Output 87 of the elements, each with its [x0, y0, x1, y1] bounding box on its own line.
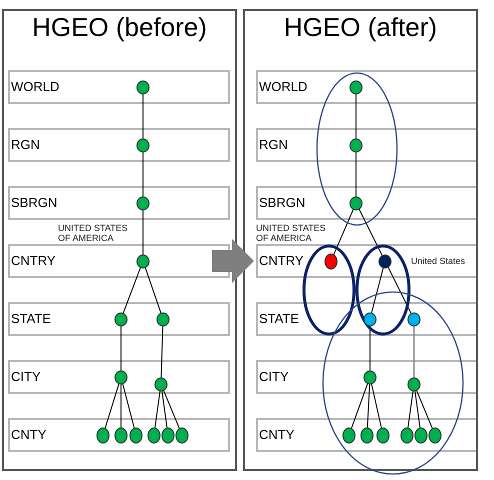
level-label: STATE [11, 311, 51, 326]
block-arrow [212, 239, 254, 283]
panel-frame [2, 9, 237, 471]
connector-line [366, 383, 370, 428]
level-label: SBRGN [11, 195, 58, 210]
level-label: WORLD [11, 79, 60, 94]
node-dot [136, 138, 150, 152]
connector-line [351, 382, 368, 429]
level-band [8, 70, 230, 104]
level-label: CNTRY [11, 253, 56, 268]
level-band [8, 128, 230, 162]
connector-line [142, 93, 144, 139]
node-dot [363, 312, 377, 326]
panel-title: HGEO (after) [284, 12, 438, 42]
connector-line [122, 382, 135, 428]
panel-frame [243, 9, 478, 471]
node-dot [363, 370, 377, 384]
connector-line [161, 390, 168, 428]
node-dot [129, 426, 143, 444]
level-band [256, 418, 476, 452]
node-dot [154, 376, 168, 392]
node-dot [414, 426, 428, 444]
level-band [8, 186, 230, 220]
node-dot [378, 254, 392, 268]
level-label: STATE [259, 311, 299, 326]
node-dot [428, 426, 442, 444]
node-dot [407, 376, 421, 392]
place-name-label: UNITED STATES OF AMERICA [58, 223, 129, 243]
level-band [8, 360, 230, 394]
connector-line [414, 390, 420, 428]
node-dot [349, 196, 363, 210]
place-name-label: UNITED STATES OF AMERICA [256, 223, 327, 243]
node-dot [136, 80, 150, 94]
connector-line [104, 382, 120, 428]
connector-line [416, 389, 433, 429]
level-band [256, 186, 476, 220]
connector-line [142, 151, 144, 197]
connector-line [358, 208, 383, 256]
node-dot [360, 426, 374, 444]
place-name-label: United States [411, 256, 466, 266]
level-label: SBRGN [259, 195, 306, 210]
panel-title: HGEO (before) [32, 12, 207, 42]
level-label: CITY [11, 369, 41, 384]
connector-line [413, 326, 415, 378]
node-dot [324, 252, 338, 270]
connector-line [387, 266, 412, 314]
node-dot [96, 426, 110, 444]
node-dot [114, 426, 128, 444]
level-label: CNTY [11, 427, 46, 442]
level-band [256, 70, 476, 104]
node-dot [342, 426, 356, 444]
level-label: RGN [259, 137, 288, 152]
node-dot [136, 196, 150, 210]
connector-line [371, 266, 384, 314]
node-dot [156, 312, 170, 326]
node-dot [114, 312, 128, 326]
connector-line [370, 382, 382, 428]
level-band [8, 302, 230, 336]
connector-line [162, 389, 180, 429]
level-label: RGN [11, 137, 40, 152]
connector-line [144, 266, 162, 314]
level-label: CNTY [259, 427, 294, 442]
level-band [8, 418, 230, 452]
node-dot [400, 426, 414, 444]
node-dot [136, 254, 150, 268]
connector-line [122, 266, 142, 314]
connector-line [408, 390, 414, 428]
level-label: CITY [259, 369, 289, 384]
node-dot [349, 138, 363, 152]
level-band [256, 302, 476, 336]
node-dot [407, 312, 421, 326]
level-band [256, 360, 476, 394]
connector-line [333, 208, 354, 255]
level-label: WORLD [259, 79, 308, 94]
connector-line [154, 390, 161, 428]
connector-line [160, 325, 164, 378]
connector-line [120, 383, 122, 428]
node-dot [349, 80, 363, 94]
node-dot [376, 426, 390, 444]
level-label: CNTRY [259, 253, 304, 268]
connector-line [142, 209, 144, 255]
node-dot [114, 370, 128, 384]
level-band [256, 128, 476, 162]
node-dot [175, 426, 189, 444]
node-dot [147, 426, 161, 444]
node-dot [161, 426, 175, 444]
connector-line [120, 325, 122, 371]
